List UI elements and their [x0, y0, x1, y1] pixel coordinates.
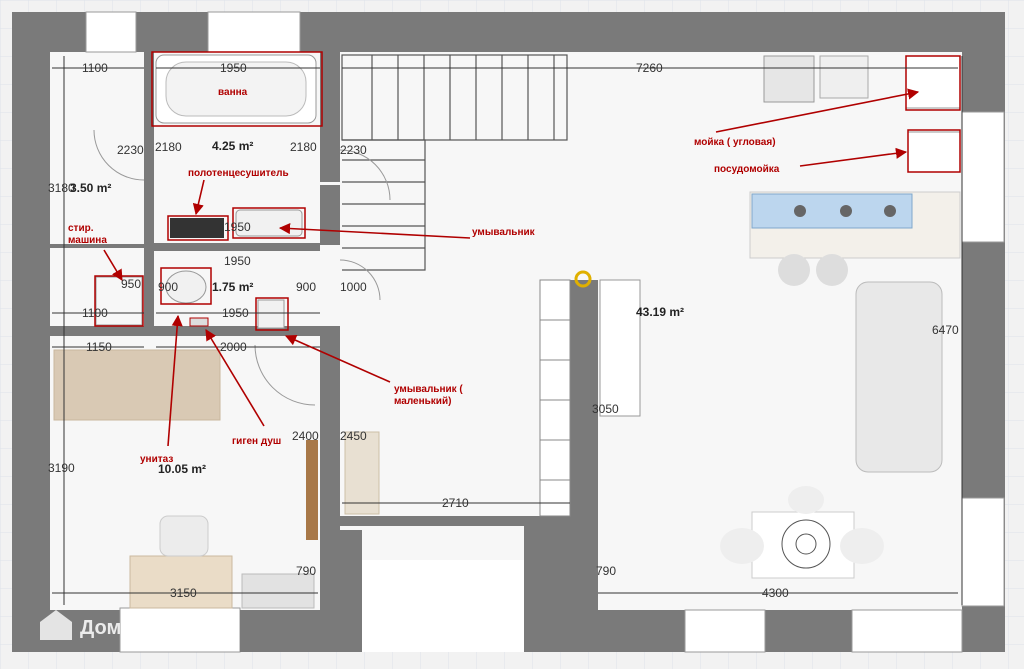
dim-room-width-top: 1150	[86, 340, 112, 354]
living-furniture	[599, 279, 943, 579]
dim-living-bottom-height: 790	[596, 564, 616, 578]
reference-marker	[574, 270, 592, 288]
dim-laundry-door-height: 2230	[117, 143, 144, 157]
area-labels: 4.25 m² 3.50 m² 1.75 m² 43.19 m² 10.05 m…	[70, 139, 684, 476]
annotation-arrows	[103, 88, 920, 447]
dim-stair-height: 2230	[340, 143, 367, 157]
dim-washer-depth: 950	[121, 277, 141, 291]
area-wc: 1.75 m²	[212, 280, 253, 294]
bedroom-furniture	[53, 349, 318, 609]
area-living: 43.19 m²	[636, 305, 684, 319]
note-toilet: унитаз	[140, 454, 173, 465]
area-bedroom: 10.05 m²	[158, 462, 206, 476]
dim-living-inner-height: 3050	[592, 402, 619, 416]
dim-bath-left-height: 2180	[155, 140, 182, 154]
dim-wc-left: 900	[158, 280, 178, 294]
washing-machine	[95, 276, 143, 326]
toilet	[165, 270, 207, 304]
interior-walls	[50, 52, 598, 652]
dim-wc-right: 900	[296, 280, 316, 294]
dim-corridor-right-height: 2450	[340, 429, 367, 443]
annotation-boxes	[94, 51, 961, 331]
hall-cabinet	[344, 431, 380, 515]
note-towel-rail: полотенцесушитель	[188, 168, 289, 179]
notes: ванна полотенцесушитель стир. машина умы…	[68, 87, 780, 465]
note-small-washbasin-1: умывальник (	[394, 384, 463, 395]
shelving-unit	[539, 279, 571, 517]
dim-living-height: 6470	[932, 323, 959, 337]
kitchen	[749, 55, 961, 286]
note-small-washbasin-2: маленький)	[394, 396, 451, 407]
area-laundry: 3.50 m²	[70, 181, 111, 195]
dim-corridor-width: 2000	[220, 340, 247, 354]
dim-hall-width: 7260	[636, 61, 663, 75]
dim-laundry-height: 3180	[48, 181, 75, 195]
area-bath: 4.25 m²	[212, 139, 253, 153]
towel-rail	[170, 218, 224, 238]
dim-room-height: 3190	[48, 461, 75, 475]
note-bathtub: ванна	[218, 87, 248, 98]
dim-entrance-width: 2710	[442, 496, 469, 510]
dim-wc-width-bottom: 1950	[222, 306, 249, 320]
dimension-labels: 1100 1950 7260 2180 2230 2180 2230 3180 …	[48, 61, 959, 600]
hygienic-shower	[189, 317, 209, 327]
dim-corridor-left-height: 2400	[292, 429, 319, 443]
dimension-lines	[52, 56, 963, 605]
dim-living-width: 4300	[762, 586, 789, 600]
dim-sink-width: 1950	[224, 220, 251, 234]
dim-bath-right-height: 2180	[290, 140, 317, 154]
door-swings	[93, 129, 391, 406]
note-washbasin: умывальник	[472, 227, 536, 238]
dim-washer-width: 1100	[82, 306, 108, 320]
note-hygienic-shower: гиген душ	[232, 436, 281, 447]
dim-room-width: 3150	[170, 586, 197, 600]
note-washing-machine-2: машина	[68, 235, 107, 246]
dim-top-left-width: 1100	[82, 61, 108, 75]
dim-bath-width: 1950	[220, 61, 247, 75]
note-dishwasher: посудомойка	[714, 164, 780, 175]
note-corner-sink: мойка ( угловая)	[694, 137, 776, 148]
house-icon	[40, 610, 72, 640]
watermark-logo: Домклик	[40, 610, 167, 640]
bathtub	[155, 54, 317, 124]
note-washing-machine-1: стир.	[68, 223, 94, 234]
watermark-text: Домклик	[80, 617, 167, 639]
windows	[85, 11, 1005, 653]
small-washbasin	[257, 299, 285, 329]
dim-wc-width-top: 1950	[224, 254, 251, 268]
dim-door-width: 1000	[340, 280, 367, 294]
dim-room-bottom-height: 790	[296, 564, 316, 578]
staircase	[341, 54, 568, 271]
